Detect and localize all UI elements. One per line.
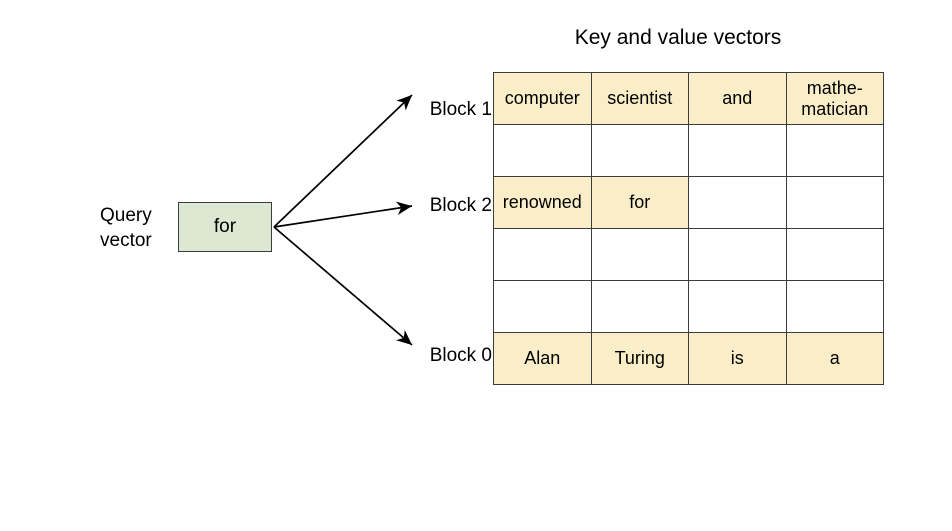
table-cell: a [785, 332, 884, 385]
table-cell [493, 124, 592, 177]
table-cell: computer [493, 72, 592, 125]
table-cell: scientist [590, 72, 689, 125]
table-cell: for [590, 176, 689, 229]
table-cell [688, 176, 787, 229]
table-cell-text: matician [801, 98, 869, 119]
table-cell [590, 280, 689, 333]
page-title: Key and value vectors [574, 26, 782, 49]
table-cell [688, 124, 787, 177]
table-cell [785, 176, 884, 229]
table-cell [590, 228, 689, 281]
table-cell [785, 228, 884, 281]
table-cell: Alan [493, 332, 592, 385]
table-cell [688, 280, 787, 333]
table-cell [493, 228, 592, 281]
table-cell [785, 280, 884, 333]
arrow-to-block-2 [273, 201, 413, 228]
table-cell: Turing [590, 332, 689, 385]
query-vector-box-value: for [213, 216, 237, 237]
table-cell-text: mathe- [806, 77, 863, 98]
block-label-1: Block 1 [429, 99, 492, 120]
table-row [493, 124, 884, 177]
table-cell: and [688, 72, 787, 125]
table-cell: renowned [493, 176, 592, 229]
query-vector-label: Query vector [100, 203, 172, 253]
arrow-to-block-1 [273, 94, 413, 228]
block-label-0: Block 0 [429, 345, 492, 366]
query-vector-label-line: Query [100, 205, 152, 226]
query-vector-box: for [178, 202, 272, 252]
table-cell [688, 228, 787, 281]
table-cell [785, 124, 884, 177]
table-row [493, 228, 884, 281]
table-cell [493, 280, 592, 333]
table-cell: mathe-matician [785, 72, 884, 125]
arrow-to-block-0 [273, 226, 413, 346]
table-cell: is [688, 332, 787, 385]
table-cell [590, 124, 689, 177]
block-label-2: Block 2 [429, 195, 492, 216]
table-row [493, 280, 884, 333]
query-vector-label-line: vector [100, 230, 152, 251]
